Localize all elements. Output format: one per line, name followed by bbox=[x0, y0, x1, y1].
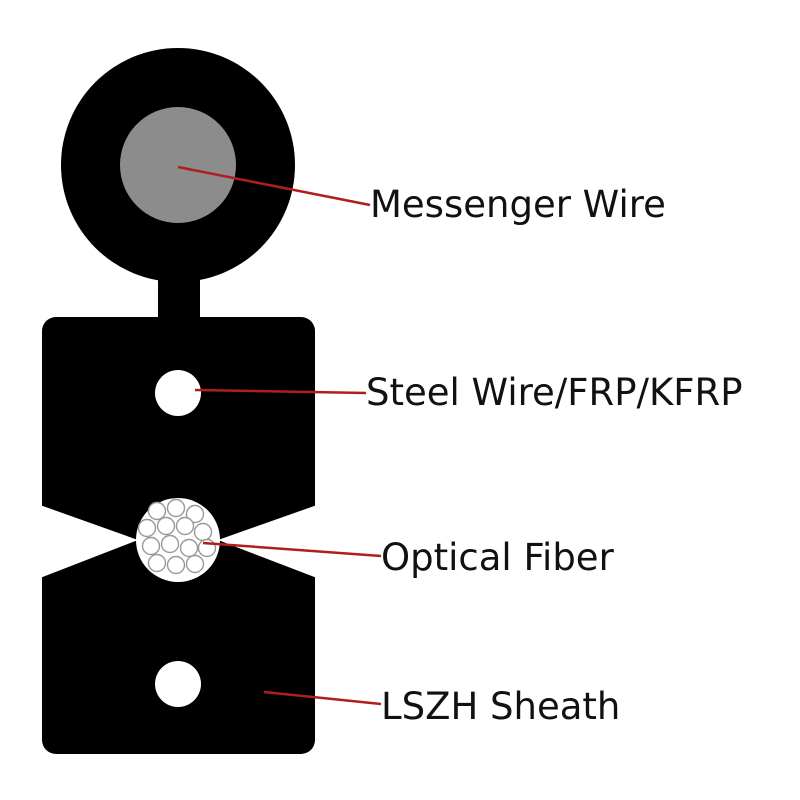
label-optical-fiber: Optical Fiber bbox=[381, 536, 614, 579]
fiber-strand bbox=[193, 522, 213, 542]
label-lszh-sheath: LSZH Sheath bbox=[381, 685, 621, 728]
leader-line-steel-wire bbox=[194, 388, 367, 395]
fiber-strand bbox=[185, 504, 205, 524]
leader-line-lszh-sheath bbox=[263, 690, 382, 706]
fiber-strand bbox=[137, 518, 157, 538]
strength-member-top bbox=[155, 370, 201, 416]
tear-notch-right bbox=[218, 505, 317, 578]
label-messenger-wire: Messenger Wire bbox=[370, 183, 666, 226]
fiber-strand bbox=[141, 536, 161, 556]
tear-notch-left bbox=[40, 505, 138, 578]
fiber-strand bbox=[147, 553, 167, 573]
fiber-strand bbox=[166, 555, 186, 575]
label-steel-wire: Steel Wire/FRP/KFRP bbox=[366, 371, 743, 414]
fiber-strand bbox=[166, 498, 186, 518]
strength-member-bottom bbox=[155, 661, 201, 707]
fiber-strand bbox=[147, 501, 167, 521]
fiber-strand bbox=[160, 534, 180, 554]
leader-line-messenger-wire bbox=[177, 165, 371, 207]
fiber-strand bbox=[156, 516, 176, 536]
messenger-wire-core bbox=[120, 107, 236, 223]
fiber-strand bbox=[185, 554, 205, 574]
fiber-strand bbox=[175, 516, 195, 536]
optical-fiber-bundle bbox=[136, 498, 220, 582]
fiber-strand bbox=[179, 538, 199, 558]
leader-line-optical-fiber bbox=[202, 541, 382, 558]
